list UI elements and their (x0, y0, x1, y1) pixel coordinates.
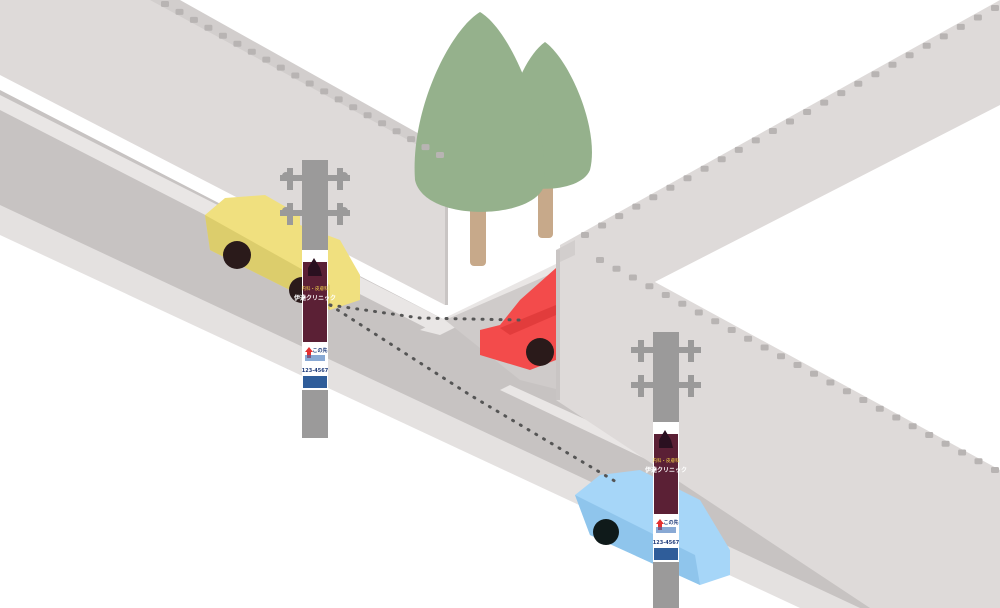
wall-block-hole (974, 458, 983, 465)
wall-block-hole (615, 213, 624, 220)
wall-block-hole (991, 467, 999, 473)
wall-block-hole (871, 71, 880, 78)
wall-block-hole (363, 112, 372, 119)
wall-block-hole (666, 184, 675, 191)
wall-block-hole (700, 165, 709, 172)
wall-block-hole (632, 203, 641, 210)
sign-2-phone: 123-4567 (653, 540, 680, 546)
wall-block-hole (842, 388, 851, 395)
wall-block-hole (727, 327, 736, 333)
wall-block-hole (598, 222, 607, 229)
wall-block-hole (854, 80, 863, 87)
sign-1-subtitle: 内科・皮膚科 (302, 285, 329, 292)
trees (414, 12, 592, 266)
wall-block-hole (810, 370, 818, 377)
wall-block-hole (908, 423, 917, 430)
wall-block-hole (711, 318, 720, 325)
wall-block-hole (305, 80, 314, 87)
wall-block-hole (678, 300, 687, 307)
wall-block-hole (349, 104, 358, 111)
wall-block-hole (291, 72, 300, 79)
sign-2-subtitle: 内科・皮膚科 (653, 457, 680, 464)
wall-block-hole (276, 64, 285, 71)
wall-block-hole (826, 379, 835, 386)
wall-block-hole (734, 146, 743, 153)
wall-block-hole (407, 136, 416, 143)
wall-block-hole (973, 14, 982, 21)
wall-block-hole (777, 353, 785, 360)
sign-1-direction: この先 (312, 347, 327, 354)
clinic-sign-2: 内科・皮膚科 伊達クリニック この先 123-4567 (644, 422, 687, 562)
wall-block-hole (204, 24, 213, 31)
wall-block-hole (596, 257, 604, 263)
wall-block-hole (436, 152, 444, 158)
wall-block-hole (581, 232, 589, 238)
wall-block-hole (717, 156, 726, 163)
sign-1-phone: 123-4567 (302, 368, 329, 374)
wall-block-hole (334, 96, 343, 103)
wall-block-hole (421, 144, 430, 151)
wall-block-hole (875, 405, 884, 412)
sight-lines (328, 303, 620, 485)
wall-block-holes (161, 1, 999, 473)
wall-block-hole (760, 344, 769, 351)
wall-block-hole (803, 109, 812, 115)
wall-block-hole (161, 1, 169, 7)
wall-block-hole (392, 128, 401, 135)
wall-block-hole (320, 88, 329, 95)
wall-block-hole (189, 16, 198, 23)
wall-block-hole (628, 274, 637, 281)
wall-block-hole (905, 52, 914, 59)
wall-block-hole (378, 120, 387, 127)
wall-block-hole (247, 48, 256, 55)
clinic-sign-1: 内科・皮膚科 伊達クリニック この先 123-4567 (293, 250, 336, 390)
sign-1-name: 伊達クリニック (293, 294, 336, 302)
sign-2-name: 伊達クリニック (644, 466, 687, 474)
wall-block-hole (922, 42, 931, 49)
wall-block-hole (939, 33, 948, 40)
wall-block-hole (859, 397, 868, 403)
wall-block-hole (925, 432, 934, 438)
wall-block-hole (744, 335, 753, 342)
wall-block-hole (941, 440, 950, 447)
wall-block-hole (888, 61, 897, 68)
sign-2-direction: この先 (663, 519, 678, 526)
wall-block-hole (649, 194, 658, 201)
wall-block-hole (694, 309, 703, 316)
wall-block-hole (793, 362, 802, 368)
wall-block-hole (175, 8, 184, 15)
wall-block-hole (612, 265, 621, 272)
wall-block-hole (661, 292, 670, 298)
wall-block-hole (751, 137, 760, 144)
wall-block-hole (991, 5, 999, 11)
wall-block-hole (683, 175, 692, 182)
wall-block-hole (837, 90, 846, 97)
wall-block-hole (218, 32, 227, 39)
wall-block-hole (768, 128, 777, 134)
wall-block-hole (820, 99, 829, 106)
wall-block-hole (645, 283, 654, 290)
wall-block-hole (262, 56, 271, 63)
wall-block-hole (958, 449, 967, 456)
wall-block-hole (786, 118, 794, 125)
wall-block-hole (233, 40, 242, 47)
wall-block-hole (892, 414, 901, 421)
wall-block-hole (956, 23, 965, 30)
